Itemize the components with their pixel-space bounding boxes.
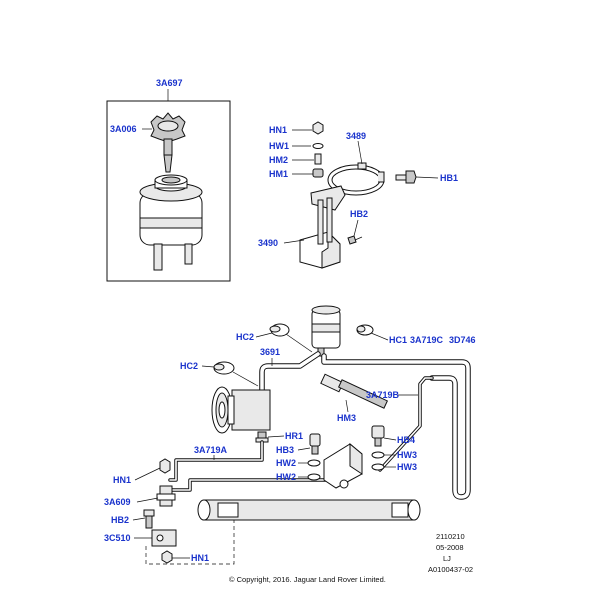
reservoir-inset-frame — [106, 100, 231, 282]
callout-hb2-top[interactable]: HB2 — [350, 209, 368, 219]
issue-date: 05-2008 — [436, 543, 464, 552]
leader-HC2-lower — [201, 365, 215, 368]
callout-3a719a[interactable]: 3A719A — [194, 445, 228, 455]
author-initials: LJ — [443, 554, 451, 563]
callout-hw3-a[interactable]: HW3 — [397, 450, 417, 460]
leader-HB2-low — [132, 517, 146, 521]
callout-3d746[interactable]: 3D746 — [449, 335, 476, 345]
callout-hw1[interactable]: HW1 — [269, 141, 289, 151]
bracket-3490 — [299, 185, 363, 269]
illustration-id: A0100437-02 — [428, 565, 473, 574]
leader-3490 — [283, 239, 305, 244]
leader-3A609 — [136, 497, 159, 503]
clamp-hc1 — [356, 324, 374, 336]
callout-hc2-lower[interactable]: HC2 — [180, 361, 198, 371]
mount-hm1 — [312, 168, 324, 178]
steering-valve-body — [323, 442, 363, 489]
callout-hm1[interactable]: HM1 — [269, 169, 288, 179]
callout-3a697[interactable]: 3A697 — [156, 78, 183, 88]
washer-hw2-a — [307, 459, 321, 467]
pipe-return-lower — [170, 478, 342, 492]
callout-hw3-b[interactable]: HW3 — [397, 462, 417, 472]
callout-hb1[interactable]: HB1 — [440, 173, 458, 183]
nut-hn1-mid — [159, 458, 171, 474]
callout-hm3[interactable]: HM3 — [337, 413, 356, 423]
leader-HC2-upper-b — [285, 333, 313, 353]
callout-hn1-low[interactable]: HN1 — [191, 553, 209, 563]
washer-hw3-a — [371, 451, 385, 459]
leader-HB4 — [383, 437, 397, 441]
bolt-hb2-low — [143, 509, 155, 529]
callout-hc1[interactable]: HC1 — [389, 335, 407, 345]
clamp-hc2-lower — [213, 361, 235, 375]
leader-HB1 — [415, 176, 439, 179]
callout-hb2-low[interactable]: HB2 — [111, 515, 129, 525]
leader-HB2-top — [353, 219, 359, 237]
clamp-hc2-upper — [269, 323, 290, 337]
leader-HN1-mid — [134, 467, 161, 481]
power-steering-pump — [211, 386, 271, 434]
callout-3489[interactable]: 3489 — [346, 131, 366, 141]
reservoir-cap — [150, 112, 186, 173]
leader-HM3 — [345, 399, 349, 413]
copyright-notice: © Copyright, 2016. Jaguar Land Rover Lim… — [229, 575, 386, 584]
nut-hn1-low — [161, 550, 173, 564]
washer-hw3-b — [371, 463, 385, 471]
callout-3a609[interactable]: 3A609 — [104, 497, 131, 507]
washer-hw2-b — [307, 473, 321, 481]
callout-3a719c[interactable]: 3A719C — [410, 335, 444, 345]
callout-hw2-b[interactable]: HW2 — [276, 472, 296, 482]
leader-HR1 — [267, 435, 285, 438]
mount-hm3 — [320, 373, 389, 409]
callout-hn1-top[interactable]: HN1 — [269, 125, 287, 135]
callout-hc2-upper[interactable]: HC2 — [236, 332, 254, 342]
callout-hm2[interactable]: HM2 — [269, 155, 288, 165]
bracket-3a609 — [156, 485, 176, 507]
callout-3a719b[interactable]: 3A719B — [366, 390, 400, 400]
callout-hb4[interactable]: HB4 — [397, 435, 415, 445]
steering-rack — [197, 499, 421, 521]
callout-3490[interactable]: 3490 — [258, 238, 278, 248]
leader-HC2-lower-b — [232, 371, 259, 387]
callout-3691[interactable]: 3691 — [260, 347, 280, 357]
clamp-band-3489 — [327, 162, 385, 196]
reference-number: 2110210 — [436, 532, 465, 541]
nut-hn1-top — [312, 121, 324, 135]
callout-hw2-a[interactable]: HW2 — [276, 458, 296, 468]
leader-3489 — [357, 140, 363, 165]
banjo-bolt-hb4 — [371, 425, 385, 447]
leader-HC1 — [370, 332, 389, 341]
leader-HB3 — [297, 447, 311, 451]
bolt-hb1 — [395, 170, 417, 184]
banjo-bolt-hb3 — [309, 433, 321, 455]
callout-hr1[interactable]: HR1 — [285, 431, 303, 441]
bracket-3c510 — [151, 529, 177, 547]
callout-hn1-mid[interactable]: HN1 — [113, 475, 131, 485]
reservoir-body — [139, 174, 203, 271]
washer-hw1 — [312, 143, 324, 149]
chassis-outline — [145, 519, 235, 565]
callout-hb3[interactable]: HB3 — [276, 445, 294, 455]
reservoir-lower — [311, 305, 341, 357]
leader-HC2-upper — [255, 332, 273, 338]
callout-3a006[interactable]: 3A006 — [110, 124, 137, 134]
callout-3c510[interactable]: 3C510 — [104, 533, 131, 543]
spacer-hm2 — [314, 153, 322, 165]
